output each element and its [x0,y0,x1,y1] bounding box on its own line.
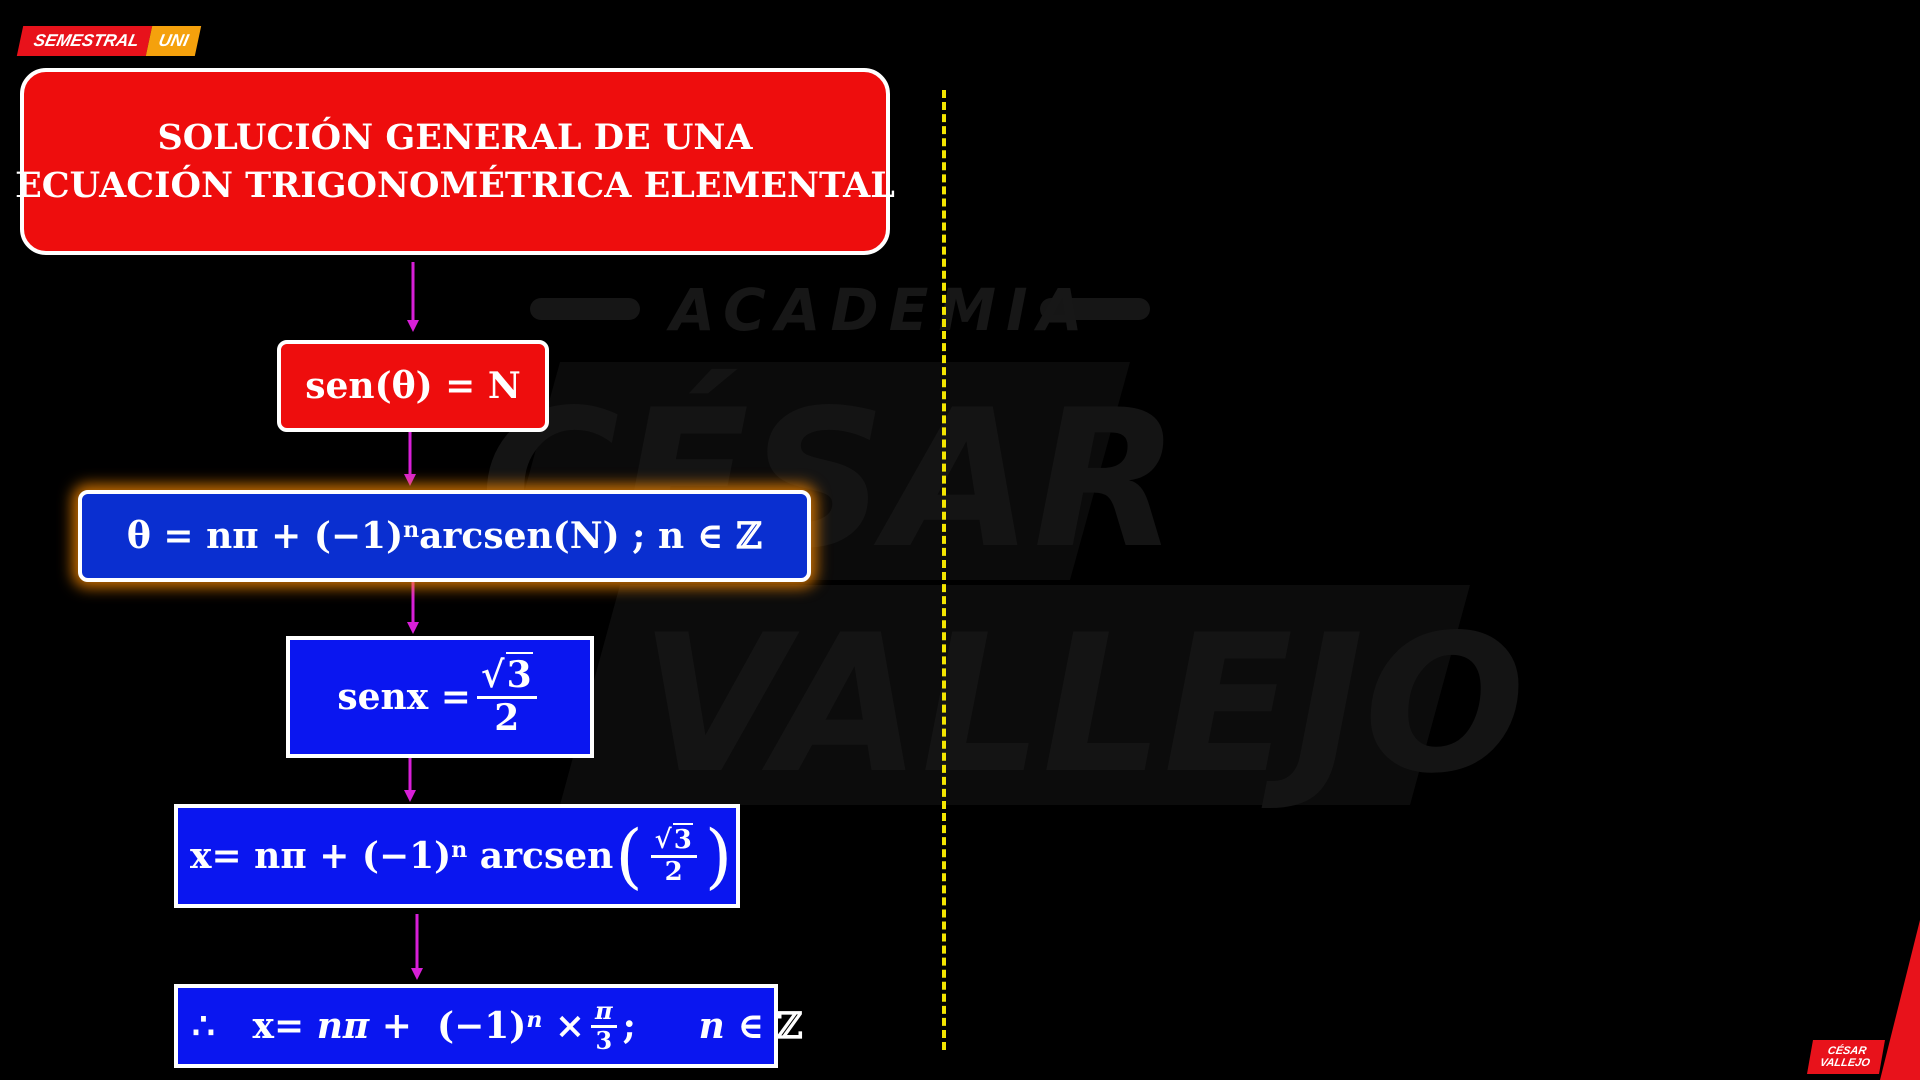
title-line-2: ECUACIÓN TRIGONOMÉTRICA ELEMENTAL [15,164,895,206]
result-times: × [554,1005,586,1047]
cesar-vallejo-logo: CÉSAR VALLEJO [1807,1040,1885,1074]
result-npi: nπ [316,1005,370,1047]
example-numerator: √3 [476,651,537,699]
arrow-title-to-basic [407,262,419,332]
watermark-academia: ACADEMIA [666,276,1093,344]
example-lhs: senx = [337,676,471,718]
substitution-fraction: √3 2 [650,822,697,887]
basic-equation: sen(θ) = N [305,365,521,407]
general-solution-part1: θ = nπ + (−1) [126,515,404,557]
course-tag-semestral: SEMESTRAL [16,26,153,56]
substitution-part2: arcsen [479,835,614,877]
title-box: SOLUCIÓN GENERAL DE UNA ECUACIÓN TRIGONO… [15,68,895,255]
logo-line-2: VALLEJO [1818,1057,1871,1069]
course-tag-uni: UNI [145,26,202,56]
result-plus: + [381,1005,412,1047]
substitution-open-paren: ( [615,815,643,897]
example-fraction: √3 2 [476,651,537,739]
title-line-1: SOLUCIÓN GENERAL DE UNA [157,116,753,158]
substitution-close-paren: ) [704,815,733,897]
logo-line-1: CÉSAR [1826,1045,1868,1057]
substitution-denominator: 2 [664,856,683,887]
divider-line [942,90,946,1050]
result-denominator: 3 [595,1025,613,1055]
result-therefore: ∴ [192,1005,215,1047]
general-solution-part2: arcsen(N) ; n ∈ ℤ [419,515,763,557]
result-numerator: π [591,997,617,1028]
substitution-numerator: √3 [650,822,697,858]
result-exponent: n [526,1007,543,1033]
example-radicand: 3 [505,651,533,696]
example-sqrt-symbol: √ [480,653,505,696]
arrow-substitution-to-result [411,914,423,980]
result-box: ∴ x= nπ + (−1)n × π 3 ; n ∈ ℤ [174,984,803,1068]
result-member: ∈ ℤ [737,1005,803,1047]
substitution-box: x= nπ + (−1)n arcsen ( √3 2 ) [174,804,740,908]
general-solution-exponent: n [403,517,420,543]
result-semicolon: ; [622,1005,636,1047]
example-equation-box: senx = √3 2 [286,636,594,758]
result-part1: x= [252,1005,305,1047]
result-n: n [698,1005,725,1047]
corner-stripe [1880,920,1920,1080]
example-denominator: 2 [494,696,520,739]
result-fraction: π 3 [591,997,617,1055]
course-tag: SEMESTRAL UNI [16,26,202,56]
result-part2: (−1) [437,1005,527,1047]
substitution-radicand: 3 [672,822,693,855]
arrow-example-to-substitution [404,758,416,802]
basic-equation-box: sen(θ) = N [277,340,549,432]
arrow-general-to-example [407,582,419,634]
substitution-exponent: n [451,837,468,863]
watermark-vallejo: VALLEJO [640,594,1525,815]
arrow-basic-to-general [404,432,416,486]
substitution-part1: x= nπ + (−1) [190,835,452,877]
substitution-sqrt-symbol: √ [654,824,672,855]
